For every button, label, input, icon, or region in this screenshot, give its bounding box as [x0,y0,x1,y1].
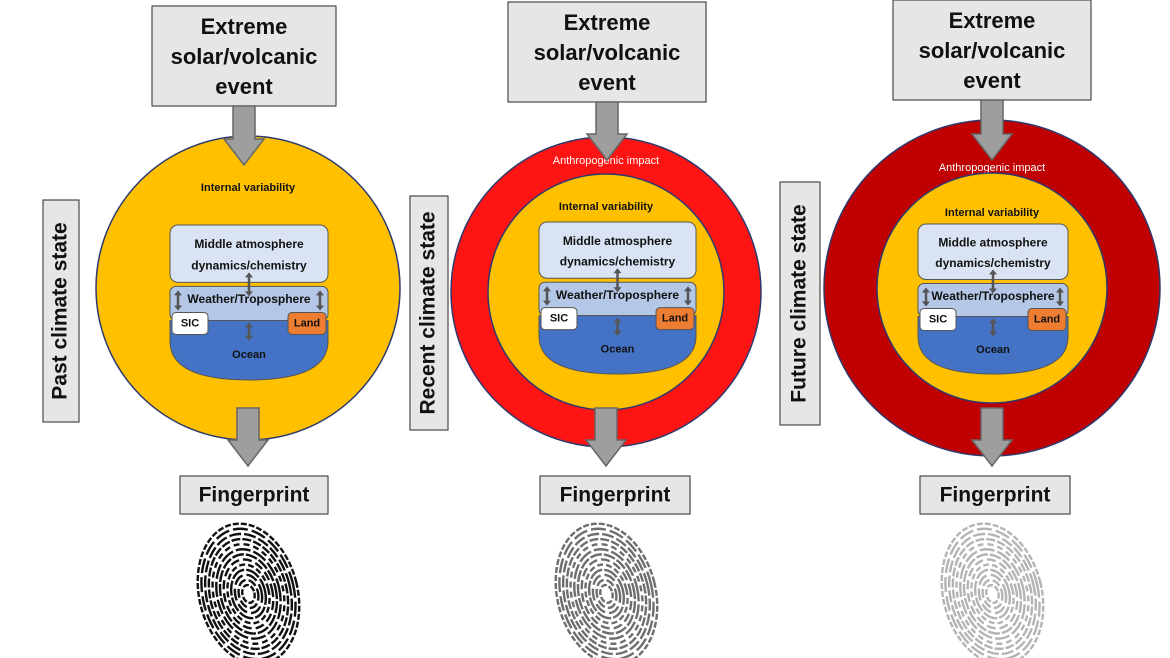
coupling-arrow [1056,287,1064,307]
coupling-arrow [989,318,997,337]
middle-atmosphere-label: Middle atmosphere [194,237,304,251]
ocean-shape [169,319,329,381]
state-label-box [779,181,821,426]
land-box [655,307,695,331]
troposphere-label: Weather/Troposphere [187,292,310,306]
ocean-label: Ocean [976,344,1010,356]
state-label: Past climate state [49,222,72,399]
sic-label: SIC [181,317,199,329]
land-box [287,311,327,335]
coupling-arrow [245,272,253,297]
coupling-arrow [613,317,622,336]
fingerprint-label-box [179,475,329,515]
anthropogenic-label: Anthropogenic impact [553,155,659,167]
panel-future: Extreme solar/volcanic eventAnthropogenic … [779,0,1161,658]
sic-label: SIC [929,313,947,325]
fingerprint-label: Fingerprint [199,484,310,507]
event-down-arrow [970,99,1014,162]
ocean-shape [917,316,1069,375]
climate-system-block: Middle atmosphere dynamics/chemistryWeath… [917,223,1069,375]
ocean-label: Ocean [232,349,266,361]
middle-atmosphere-label: Middle atmosphere [938,236,1048,250]
ocean-shape [538,315,697,375]
coupling-arrow [543,286,551,306]
troposphere-label: Weather/Troposphere [556,288,679,302]
land-label: Land [662,313,688,325]
coupling-arrow [245,322,253,341]
middle-atmosphere-label: dynamics/chemistry [560,255,676,269]
state-label: Future climate state [788,204,811,402]
event-label-line: Extreme [564,10,651,35]
fingerprint-label-box [539,475,691,515]
land-box [1027,308,1067,331]
event-label-line: solar/volcanic [171,44,318,69]
state-label-box [42,199,80,423]
coupling-arrow [316,290,324,311]
climate-system-block: Middle atmosphere dynamics/chemistryWeath… [538,221,697,375]
fingerprint-label: Fingerprint [560,484,671,507]
middle-atmosphere-label: dynamics/chemistry [191,258,307,272]
sic-box [540,307,578,331]
fingerprint-label-box [919,475,1071,515]
event-label-line: event [963,68,1021,93]
ocean-label: Ocean [601,343,635,355]
middle-atmosphere-label: dynamics/chemistry [935,256,1051,270]
land-label: Land [294,317,320,329]
event-label-line: Extreme [949,8,1036,33]
internal-variability-label: Internal variability [201,182,296,194]
event-label-line: solar/volcanic [919,38,1066,63]
coupling-arrow [174,290,182,311]
coupling-arrow [684,286,692,306]
fingerprint-down-arrow [226,407,270,468]
sic-box [919,308,957,331]
middle-atmosphere-label: Middle atmosphere [563,234,673,248]
fingerprint-label: Fingerprint [940,484,1051,507]
event-down-arrow [222,105,266,167]
event-label-line: event [215,74,273,99]
coupling-arrow [922,287,930,307]
event-label-line: Extreme [201,14,288,39]
fingerprint-down-arrow [970,407,1014,468]
troposphere-label: Weather/Troposphere [931,289,1054,303]
fingerprint-icon [554,522,659,658]
event-label-line: event [578,70,636,95]
fingerprint-down-arrow [584,407,628,468]
state-label: Recent climate state [417,211,440,414]
event-box: Extreme solar/volcanic event [892,0,1092,101]
panel-recent: Extreme solar/volcanic eventAnthropogenic … [409,1,762,658]
event-label-line: solar/volcanic [534,40,681,65]
sic-label: SIC [550,313,568,325]
anthropogenic-label: Anthropogenic impact [939,162,1045,174]
internal-variability-label: Internal variability [559,201,654,213]
fingerprint-icon [940,522,1045,658]
land-label: Land [1034,313,1060,325]
sic-box [171,311,209,335]
coupling-arrow [613,268,622,293]
event-down-arrow [585,101,629,162]
state-label-box [409,195,449,431]
event-box: Extreme solar/volcanic event [507,1,707,103]
fingerprint-icon [196,522,301,658]
coupling-arrow [989,269,997,294]
internal-variability-label: Internal variability [945,207,1040,219]
climate-system-block: Middle atmosphere dynamics/chemistryWeath… [169,224,329,381]
event-box: Extreme solar/volcanic event [151,5,337,107]
